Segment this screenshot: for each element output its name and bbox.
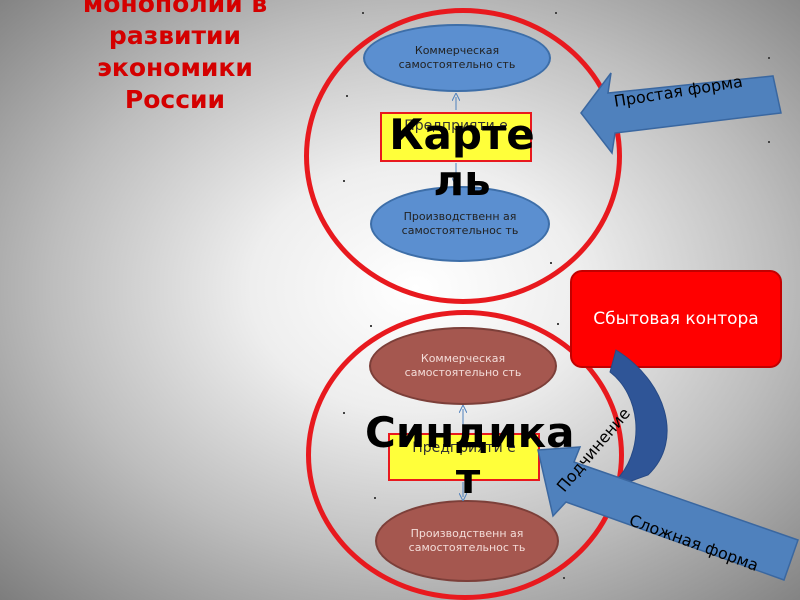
slide-title: монополий в развитии экономики России	[20, 0, 330, 116]
title-line: развитии	[108, 21, 242, 50]
kartel-production-oval: Производственн ая самостоятельнос ть	[370, 186, 550, 262]
kartel-label-line: Карте	[389, 110, 535, 159]
oval-label: Коммерческая самостоятельно сть	[404, 352, 522, 379]
dot	[555, 12, 557, 14]
simple-form-arrow	[580, 72, 782, 155]
sindikat-production-oval: Производственн ая самостоятельнос ть	[375, 500, 559, 582]
title-line: экономики	[97, 53, 253, 82]
oval-label: Коммерческая самостоятельно сть	[398, 44, 516, 71]
sindikat-label-line: Синдика	[365, 408, 575, 457]
sindikat-label-line: т	[455, 454, 481, 503]
kartel-label-line: ль	[433, 156, 491, 205]
dot	[362, 12, 364, 14]
oval-label: Производственн ая самостоятельнос ть	[408, 527, 526, 554]
dot	[768, 57, 770, 59]
dot	[563, 577, 565, 579]
sindikat-circle	[306, 310, 624, 600]
box-label: Предприяти е	[404, 118, 508, 134]
dot	[768, 141, 770, 143]
sindikat-label: Синдика т	[365, 408, 575, 503]
dot	[557, 323, 559, 325]
title-line: России	[124, 85, 226, 114]
oval-label: Производственн ая самостоятельнос ть	[401, 210, 519, 237]
sindikat-commercial-oval: Коммерческая самостоятельно сть	[369, 327, 557, 405]
kartel-commercial-oval: Коммерческая самостоятельно сть	[363, 24, 551, 92]
sales-office-box: Сбытовая контора	[570, 270, 782, 368]
sindikat-enterprise-box: Предприяти е	[388, 433, 540, 481]
kartel-label: Карте ль	[372, 112, 552, 204]
kartel-circle	[304, 8, 622, 304]
kartel-enterprise-box: Предприяти е	[380, 112, 532, 162]
sales-office-label: Сбытовая контора	[593, 309, 759, 329]
complex-form-arrow	[537, 446, 799, 581]
title-line: монополий в	[82, 0, 268, 18]
box-label: Предприяти е	[412, 440, 516, 456]
dot	[370, 325, 372, 327]
